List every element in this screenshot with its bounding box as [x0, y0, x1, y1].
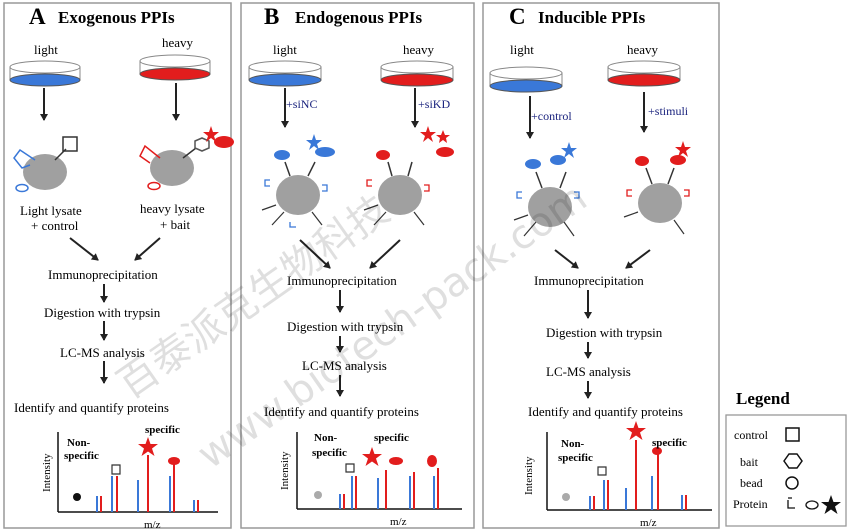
- panel-a-border: [3, 2, 232, 529]
- legend-bait-label: bait: [740, 455, 759, 469]
- panel-c-step-lcms: LC-MS analysis: [546, 364, 631, 379]
- panel-c-treat-light: +control: [531, 109, 572, 123]
- panel-c-spectrum: Intensity m/z Non- specific specific: [523, 421, 712, 529]
- panel-b-treat-heavy: +siKD: [418, 97, 450, 111]
- protein-star-icon: [821, 495, 841, 514]
- panel-a-step-digestion: Digestion with trypsin: [44, 305, 161, 320]
- panel-b-step-identify: Identify and quantify proteins: [264, 404, 419, 419]
- panel-a-step-lcms: LC-MS analysis: [60, 345, 145, 360]
- panel-c-step-ip: Immunoprecipitation: [534, 273, 644, 288]
- light-dish-icon: [489, 66, 563, 93]
- bead-circle-icon: [785, 476, 799, 490]
- legend-title: Legend: [736, 389, 790, 408]
- panel-c-specific: specific: [652, 437, 687, 449]
- heavy-dish-icon: [607, 60, 681, 87]
- light-bead-complex-icon: [261, 134, 335, 228]
- panel-b-ylabel: Intensity: [279, 451, 291, 490]
- panel-c-border: [482, 2, 720, 529]
- panel-b-step-digestion: Digestion with trypsin: [287, 319, 404, 334]
- panel-a-heavy-lysate: heavy lysate: [140, 201, 205, 216]
- panel-a-title: Exogenous PPIs: [58, 8, 175, 27]
- panel-a-spectrum: Intensity m/z Non- specific specific: [41, 424, 218, 531]
- panel-a-heavy-bait: + bait: [160, 217, 190, 232]
- panel-c-treat-heavy: +stimuli: [648, 104, 689, 118]
- panel-b-specific: specific: [374, 432, 409, 444]
- panel-c-letter: C: [509, 4, 526, 29]
- heavy-bead-complex-icon: [139, 126, 234, 191]
- panel-a-nonspecific-2: specific: [64, 450, 99, 462]
- heavy-dish-icon: [380, 60, 454, 87]
- panel-b-title: Endogenous PPIs: [295, 8, 422, 27]
- panel-b-border: [240, 2, 475, 529]
- panel-c-title: Inducible PPIs: [538, 8, 646, 27]
- panel-c-ylabel: Intensity: [523, 456, 535, 495]
- panel-b: B Endogenous PPIs light heavy +siNC +siK…: [240, 2, 475, 529]
- panel-c-step-digestion: Digestion with trypsin: [546, 325, 663, 340]
- protein-small-icon: [787, 497, 795, 509]
- panel-a-specific: specific: [145, 424, 180, 436]
- panel-a: A Exogenous PPIs light heavy: [3, 2, 234, 531]
- panel-b-light-label: light: [273, 42, 297, 57]
- legend-control-label: control: [734, 428, 769, 442]
- panel-a-nonspecific-1: Non-: [67, 437, 91, 449]
- panel-b-nonspecific-1: Non-: [314, 432, 338, 444]
- panel-c-light-label: light: [510, 42, 534, 57]
- legend-box: [725, 414, 847, 527]
- panel-b-step-lcms: LC-MS analysis: [302, 358, 387, 373]
- heavy-bead-complex-icon: [623, 141, 691, 235]
- heavy-dish-icon: [139, 54, 211, 81]
- panel-b-spectrum: Intensity m/z Non- specific specific: [279, 432, 462, 528]
- panel-a-light-lysate: Light lysate: [20, 203, 82, 218]
- panel-c: C Inducible PPIs light heavy +control +s…: [482, 2, 720, 529]
- panel-a-step-identify: Identify and quantify proteins: [14, 400, 169, 415]
- panel-c-nonspecific-1: Non-: [561, 438, 585, 450]
- protein-oval-icon: [805, 500, 819, 510]
- light-dish-icon: [9, 60, 81, 87]
- panel-b-letter: B: [264, 4, 279, 29]
- legend: Legend control bait bead Protein: [725, 389, 847, 527]
- panel-c-step-identify: Identify and quantify proteins: [528, 404, 683, 419]
- panel-a-heavy-label: heavy: [162, 35, 194, 50]
- panel-b-nonspecific-2: specific: [312, 447, 347, 459]
- panel-c-xlabel: m/z: [640, 517, 657, 529]
- panel-b-xlabel: m/z: [390, 516, 407, 528]
- panel-a-letter: A: [29, 4, 46, 29]
- panel-a-light-control: + control: [31, 218, 79, 233]
- light-bead-complex-icon: [513, 142, 580, 237]
- panel-b-heavy-label: heavy: [403, 42, 435, 57]
- panel-a-ylabel: Intensity: [41, 453, 53, 492]
- control-square-icon: [785, 427, 800, 442]
- legend-protein-label: Protein: [733, 497, 768, 511]
- light-dish-icon: [248, 60, 322, 87]
- panel-b-step-ip: Immunoprecipitation: [287, 273, 397, 288]
- panel-c-nonspecific-2: specific: [558, 452, 593, 464]
- panel-c-heavy-label: heavy: [627, 42, 659, 57]
- heavy-bead-complex-icon: [363, 126, 454, 226]
- bait-hexagon-icon: [783, 453, 803, 469]
- panel-a-step-ip: Immunoprecipitation: [48, 267, 158, 282]
- legend-bead-label: bead: [740, 476, 763, 490]
- panel-a-xlabel: m/z: [144, 519, 161, 531]
- panel-a-light-label: light: [34, 42, 58, 57]
- light-bead-complex-icon: [13, 136, 78, 193]
- panel-b-treat-light: +siNC: [286, 97, 317, 111]
